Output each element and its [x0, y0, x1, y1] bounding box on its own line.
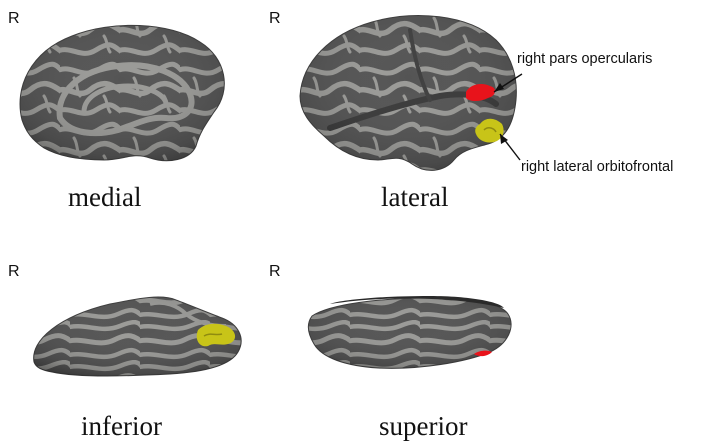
region-pars-opercularis — [466, 84, 496, 101]
brain-lateral-view — [299, 15, 523, 171]
hemisphere-marker: R — [8, 263, 20, 280]
view-label-medial: medial — [68, 182, 142, 212]
region-lateral-orbitofrontal — [475, 118, 504, 143]
hemisphere-marker: R — [269, 263, 281, 280]
annotation-lateral-orbitofrontal: right lateral orbitofrontal — [521, 159, 674, 175]
brain-superior-view — [307, 296, 512, 369]
view-label-inferior: inferior — [81, 411, 162, 441]
region-pars-opercularis — [474, 350, 492, 357]
brain-inferior-view — [33, 296, 242, 377]
annotation-pars-opercularis: right pars opercularis — [517, 51, 653, 67]
brain-medial-view — [19, 24, 225, 162]
view-label-superior: superior — [379, 411, 468, 441]
hemisphere-marker: R — [269, 10, 281, 27]
arrow-icon — [499, 133, 521, 161]
hemisphere-marker: R — [8, 10, 20, 27]
view-label-lateral: lateral — [381, 182, 449, 212]
arrow-icon — [493, 73, 523, 93]
